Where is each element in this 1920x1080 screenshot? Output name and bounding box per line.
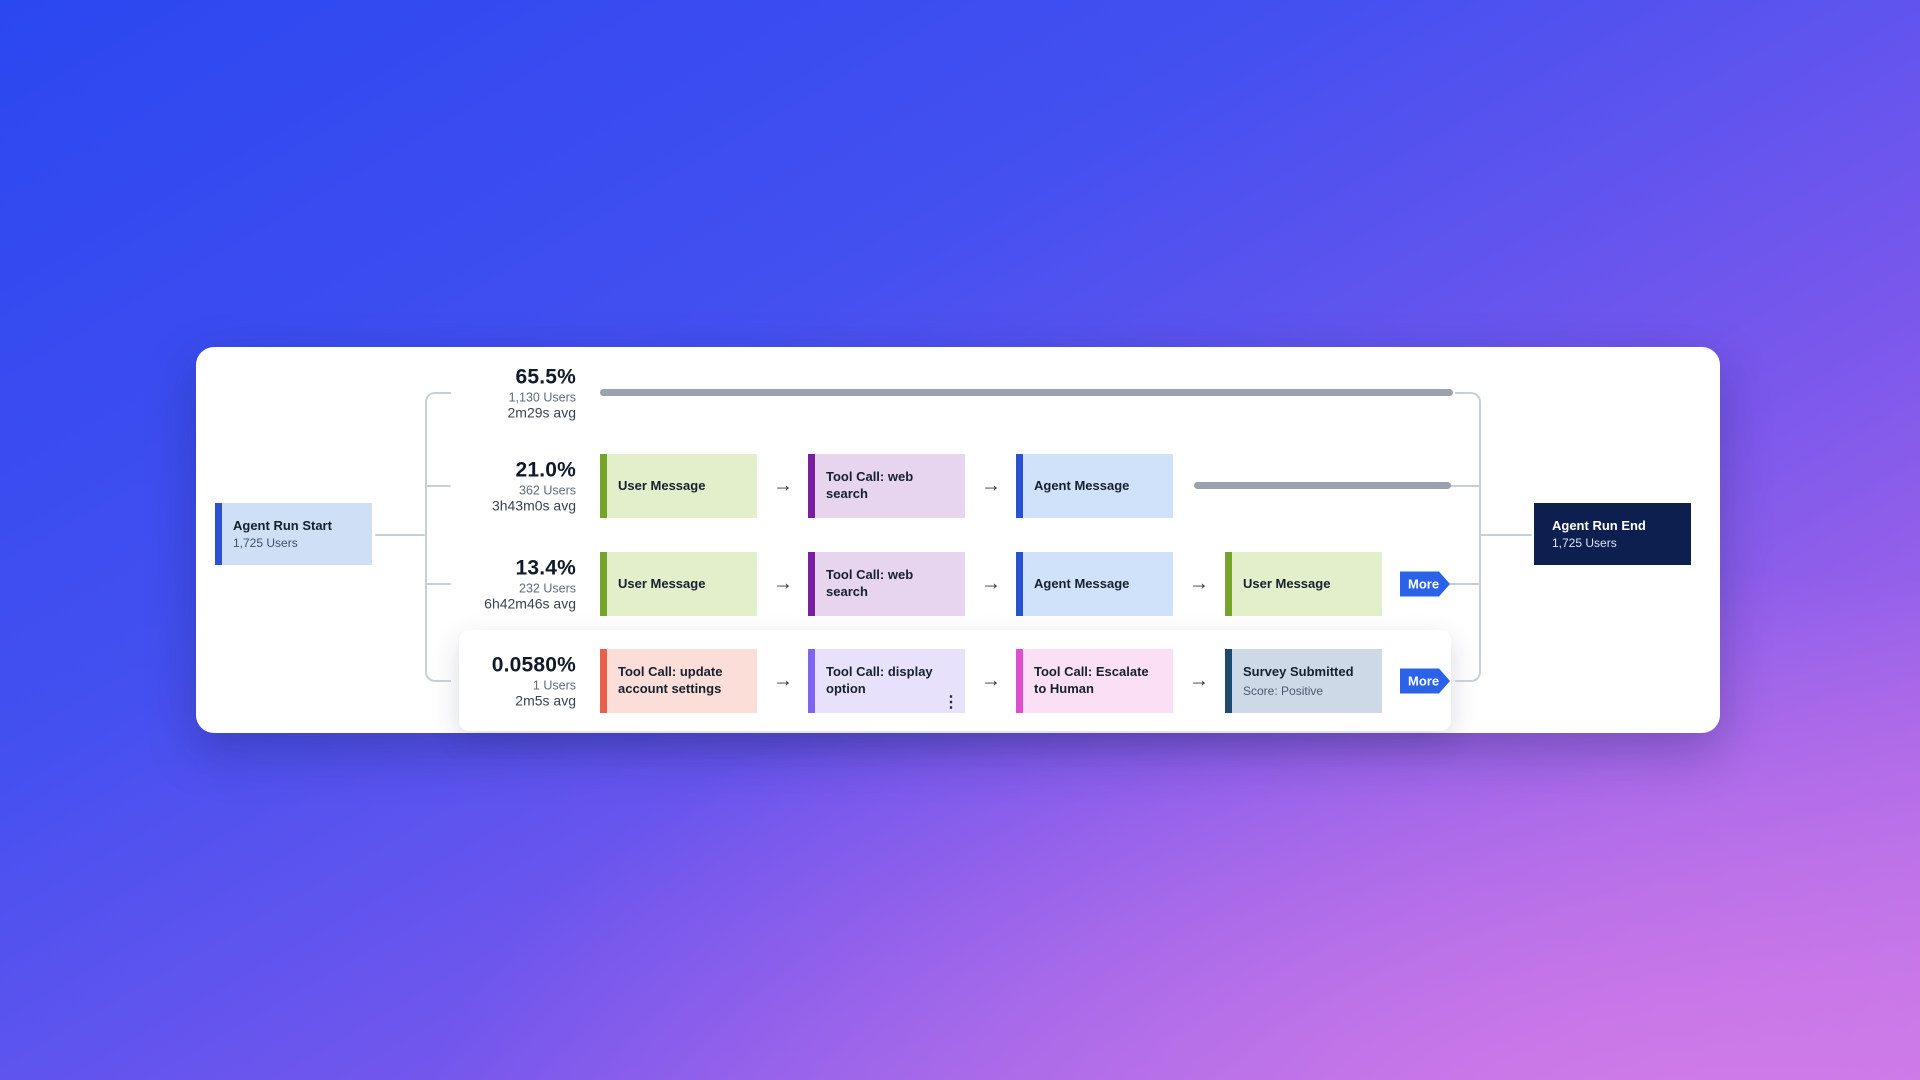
node-label: Tool Call: web search — [826, 567, 914, 599]
node-color-bar — [600, 454, 607, 518]
step-node-user-message[interactable]: User Message — [1225, 552, 1382, 616]
step-node-survey-submitted[interactable]: Survey Submitted Score: Positive — [1225, 649, 1382, 713]
users-label: 362 Users — [519, 483, 576, 498]
arrow-icon: → — [1189, 572, 1209, 595]
arrow-icon: → — [773, 474, 793, 497]
node-color-bar — [600, 552, 607, 616]
connector-line — [1447, 485, 1481, 487]
connector-line — [1480, 534, 1532, 536]
step-node-tool-call-display-option[interactable]: Tool Call: display option ⋮ — [808, 649, 965, 713]
step-node-user-message[interactable]: User Message — [600, 454, 757, 518]
node-color-bar — [808, 552, 815, 616]
collapsed-path-bar — [600, 389, 1453, 396]
step-node-user-message[interactable]: User Message — [600, 552, 757, 616]
node-label: Tool Call: web search — [826, 469, 914, 501]
avg-duration-label: 3h43m0s avg — [491, 497, 576, 514]
node-color-bar — [808, 649, 815, 713]
arrow-icon: → — [773, 669, 793, 692]
connector-corner — [425, 392, 451, 410]
node-subtitle: 1,725 Users — [1552, 536, 1617, 550]
node-title: Agent Run Start — [233, 518, 332, 533]
node-color-bar — [215, 503, 222, 565]
flow-card: 65.5% 1,130 Users 2m29s avg 21.0% 362 Us… — [196, 347, 1720, 733]
arrow-icon: → — [981, 474, 1001, 497]
collapsed-path-bar — [1194, 482, 1451, 489]
arrow-icon: → — [773, 572, 793, 595]
node-label: Agent Message — [1034, 575, 1130, 591]
node-subtitle: 1,725 Users — [233, 536, 298, 550]
percent-label: 65.5% — [515, 365, 576, 389]
users-label: 232 Users — [519, 581, 576, 596]
connector-line — [425, 409, 427, 664]
node-label: Tool Call: Escalate to Human — [1034, 664, 1149, 696]
step-node-tool-call-escalate-to-human[interactable]: Tool Call: Escalate to Human — [1016, 649, 1173, 713]
avg-duration-label: 2m29s avg — [507, 404, 576, 421]
percent-label: 0.0580% — [491, 653, 576, 677]
branch-3-stats: 13.4% 232 Users 6h42m46s avg — [426, 557, 576, 612]
node-color-bar — [808, 454, 815, 518]
step-node-agent-message[interactable]: Agent Message — [1016, 454, 1173, 518]
node-color-bar — [600, 649, 607, 713]
node-label: User Message — [618, 477, 706, 493]
more-options-icon[interactable]: ⋮ — [943, 694, 959, 711]
branch-2-stats: 21.0% 362 Users 3h43m0s avg — [426, 459, 576, 514]
step-node-agent-message[interactable]: Agent Message — [1016, 552, 1173, 616]
connector-line — [425, 485, 451, 487]
node-sublabel: Score: Positive — [1243, 683, 1324, 698]
avg-duration-label: 6h42m46s avg — [484, 595, 576, 612]
arrow-icon: → — [981, 669, 1001, 692]
more-button[interactable]: More — [1400, 572, 1450, 597]
node-title: Agent Run End — [1552, 518, 1646, 533]
connector-corner — [1455, 663, 1481, 682]
step-node-tool-call-web-search[interactable]: Tool Call: web search — [808, 552, 965, 616]
more-button[interactable]: More — [1400, 669, 1450, 694]
connector-line — [375, 534, 425, 536]
connector-line — [425, 583, 451, 585]
agent-run-end-node[interactable]: Agent Run End 1,725 Users — [1534, 503, 1691, 565]
node-label: Tool Call: update account settings — [618, 664, 723, 696]
avg-duration-label: 2m5s avg — [515, 692, 576, 709]
users-label: 1,130 Users — [508, 390, 576, 405]
connector-line — [1449, 583, 1481, 585]
node-label: User Message — [1243, 575, 1331, 591]
arrow-icon: → — [981, 572, 1001, 595]
branch-4-stats: 0.0580% 1 Users 2m5s avg — [426, 654, 576, 709]
node-label: User Message — [618, 575, 706, 591]
step-node-tool-call-update-account-settings[interactable]: Tool Call: update account settings — [600, 649, 757, 713]
connector-line — [1479, 409, 1481, 664]
arrow-icon: → — [1189, 669, 1209, 692]
node-label: Agent Message — [1034, 477, 1130, 493]
branch-1-stats: 65.5% 1,130 Users 2m29s avg — [426, 366, 576, 421]
step-node-tool-call-web-search[interactable]: Tool Call: web search — [808, 454, 965, 518]
percent-label: 21.0% — [515, 458, 576, 482]
node-color-bar — [1016, 454, 1023, 518]
users-label: 1 Users — [532, 678, 576, 693]
node-label: Tool Call: display option — [826, 664, 933, 696]
agent-run-start-node[interactable]: Agent Run Start 1,725 Users — [215, 503, 372, 565]
node-label: Survey Submitted — [1243, 664, 1354, 680]
node-color-bar — [1225, 649, 1232, 713]
connector-corner — [425, 663, 451, 682]
node-color-bar — [1016, 552, 1023, 616]
node-color-bar — [1225, 552, 1232, 616]
node-color-bar — [1016, 649, 1023, 713]
percent-label: 13.4% — [515, 556, 576, 580]
connector-corner — [1455, 392, 1481, 410]
